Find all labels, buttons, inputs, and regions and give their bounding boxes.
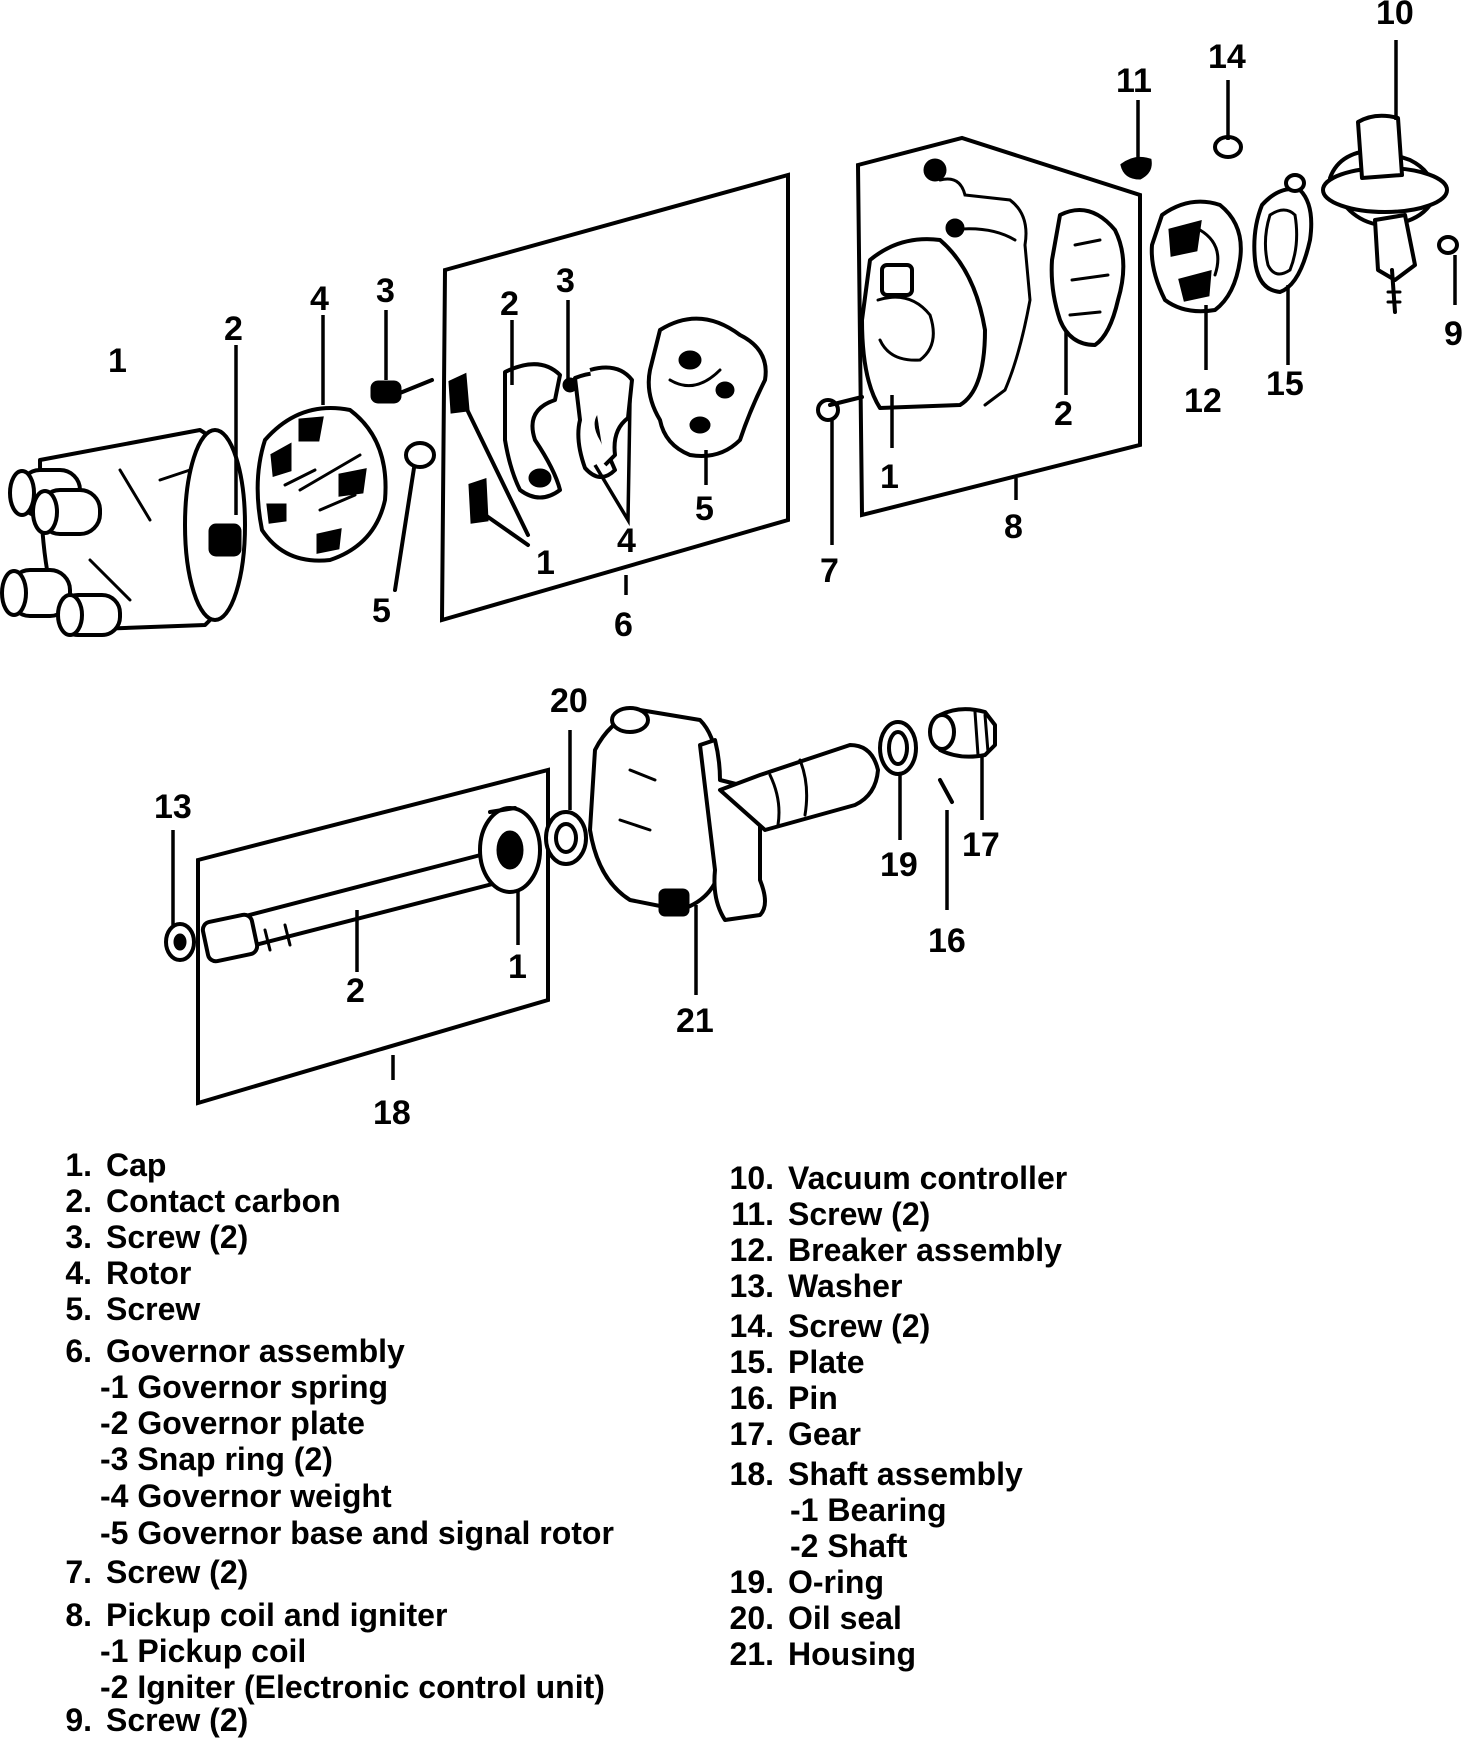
legend-item: 11.Screw (2) — [731, 1196, 931, 1232]
callout-6: 6 — [614, 606, 633, 644]
legend-subitem: -4 Governor weight — [100, 1478, 392, 1514]
part-pin — [938, 778, 954, 804]
legend-item: 15.Plate — [729, 1344, 865, 1380]
part-cap — [0, 428, 247, 637]
callout-12: 12 — [1184, 382, 1222, 420]
legend-item: 4.Rotor — [65, 1255, 192, 1291]
callout-5a: 5 — [372, 592, 391, 630]
callout-17: 17 — [962, 826, 1000, 864]
part-gear — [928, 707, 997, 759]
callout-7: 7 — [820, 552, 839, 590]
part-screw-9 — [1437, 235, 1459, 255]
legend-subitem: -3 Snap ring (2) — [100, 1441, 333, 1477]
callout-3b: 3 — [556, 262, 575, 300]
callout-19: 19 — [880, 846, 918, 884]
leader-4b — [593, 399, 632, 527]
legend-item: 21.Housing — [729, 1636, 916, 1672]
legend-item: 6.Governor assembly — [65, 1333, 405, 1369]
part-o-ring — [878, 720, 918, 776]
callout-16: 16 — [928, 922, 966, 960]
part-rotor — [255, 406, 388, 563]
legend-item: 12.Breaker assembly — [729, 1232, 1062, 1268]
callout-1d: 1 — [508, 948, 527, 986]
legend-subitem: -5 Governor base and signal rotor — [100, 1515, 614, 1551]
legend-subitem: -2 Shaft — [790, 1528, 908, 1564]
legend-subitem: -1 Governor spring — [100, 1369, 389, 1405]
legend-item: 14.Screw (2) — [729, 1308, 931, 1344]
legend-item: 16.Pin — [729, 1380, 838, 1416]
legend-item: 10.Vacuum controller — [729, 1160, 1068, 1196]
callout-20: 20 — [550, 682, 588, 720]
callout-8: 8 — [1004, 508, 1023, 546]
callout-15: 15 — [1266, 365, 1304, 403]
part-washer — [164, 922, 196, 962]
part-screw-5 — [393, 441, 436, 592]
part-breaker-assembly — [1149, 199, 1243, 314]
callout-1a: 1 — [108, 342, 127, 380]
callout-11: 11 — [1116, 62, 1152, 100]
part-housing — [588, 706, 880, 922]
legend-subitem: -1 Bearing — [790, 1492, 947, 1528]
legend-item: 19.O-ring — [729, 1564, 884, 1600]
part-oil-seal — [544, 810, 588, 866]
callout-2a: 2 — [224, 310, 243, 348]
legend-item: 20.Oil seal — [729, 1600, 902, 1636]
legend-item: 5.Screw — [65, 1291, 201, 1327]
part-screw-7 — [816, 395, 864, 422]
callout-2c: 2 — [1054, 395, 1073, 433]
callout-14: 14 — [1208, 38, 1246, 76]
legend-item: 3.Screw (2) — [65, 1219, 249, 1255]
legend-item: 1.Cap — [65, 1147, 167, 1183]
part-screw-11 — [1120, 156, 1152, 180]
part-plate — [1252, 173, 1314, 294]
legend-item: 17.Gear — [729, 1416, 861, 1452]
callout-3a: 3 — [376, 272, 395, 310]
legend-item: 8.Pickup coil and igniter — [65, 1597, 448, 1633]
legend-item: 13.Washer — [729, 1268, 903, 1304]
callout-18: 18 — [373, 1094, 411, 1132]
legend-item: 7.Screw (2) — [65, 1554, 249, 1590]
callout-21: 21 — [676, 1002, 714, 1040]
callout-1b: 1 — [536, 544, 555, 582]
governor-assembly — [439, 172, 790, 623]
pickup-coil-and-igniter — [855, 135, 1142, 518]
callout-4a: 4 — [310, 280, 329, 318]
callout-5b: 5 — [695, 490, 714, 528]
part-screw-3a — [370, 378, 434, 404]
legend-item: 9.Screw (2) — [65, 1702, 249, 1738]
legend-subitem: -2 Igniter (Electronic control unit) — [100, 1669, 605, 1705]
callout-1c: 1 — [880, 458, 899, 496]
callout-9: 9 — [1444, 315, 1463, 353]
legend-item: 2.Contact carbon — [65, 1183, 341, 1219]
shaft-assembly — [196, 767, 550, 1106]
callout-4b: 4 — [617, 522, 636, 560]
legend-subitem: -1 Pickup coil — [100, 1633, 307, 1669]
callout-2d: 2 — [346, 972, 365, 1010]
callout-10: 10 — [1376, 0, 1414, 32]
legend-item: 18.Shaft assembly — [729, 1456, 1023, 1492]
callout-13: 13 — [154, 788, 192, 826]
part-vacuum-controller — [1321, 113, 1449, 314]
callout-2b: 2 — [500, 285, 519, 323]
legend-subitem: -2 Governor plate — [100, 1405, 365, 1441]
